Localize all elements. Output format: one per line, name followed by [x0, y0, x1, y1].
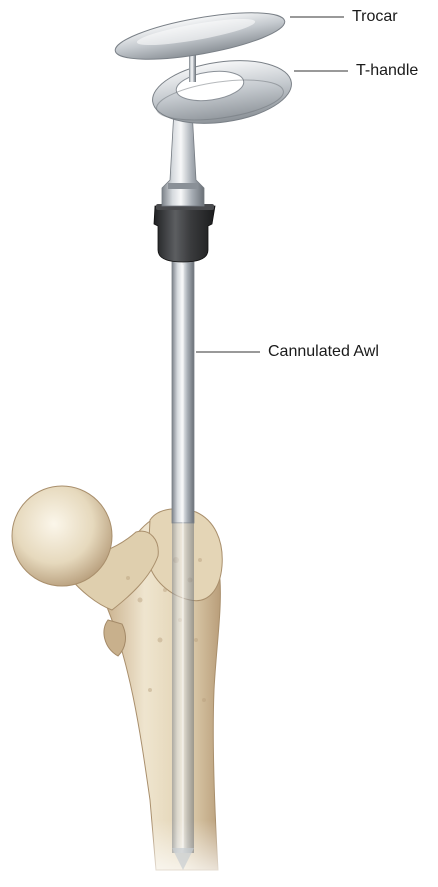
t-handle-label: T-handle — [356, 62, 418, 80]
cannulated-awl — [172, 258, 194, 870]
trocar-label: Trocar — [352, 8, 398, 26]
cannulated-awl-label: Cannulated Awl — [268, 343, 379, 361]
t-handle-shaft — [162, 110, 204, 206]
t-handle — [149, 53, 296, 132]
awl-grip — [154, 204, 215, 262]
femur-bone — [12, 486, 240, 882]
